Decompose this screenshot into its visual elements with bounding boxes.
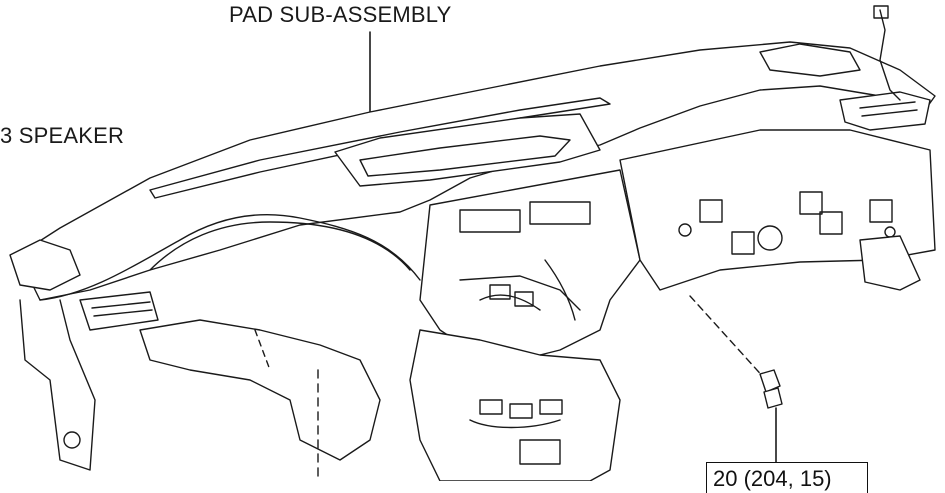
torque-spec-box: 20 (204, 15) — [706, 462, 868, 493]
right-side-vent — [839, 91, 931, 131]
lower-left-support — [139, 319, 381, 461]
bolt-guide-dashed — [689, 295, 767, 381]
diagram-drawing — [9, 5, 936, 481]
center-frame — [419, 169, 641, 361]
left-side-vent — [79, 291, 159, 331]
left-vent-louvers — [91, 301, 153, 317]
bolt-icon — [759, 369, 783, 409]
center-display-inner — [359, 135, 571, 177]
defroster-vent — [149, 97, 611, 199]
right-vent-louvers — [859, 101, 918, 117]
left-end-bracket — [9, 239, 81, 291]
right-upper-vent — [759, 43, 861, 77]
dashpad-inner-curve — [149, 221, 411, 271]
pad-sub-assembly-label: PAD SUB-ASSEMBLY — [229, 2, 452, 27]
left-guide-dashed — [254, 329, 271, 371]
right-connector — [873, 5, 889, 19]
center-frame-details — [459, 201, 591, 321]
dashpad-front-curve — [39, 213, 421, 301]
right-harness — [879, 9, 901, 101]
left-side-frame — [19, 299, 96, 471]
right-frame-brackets — [678, 191, 896, 255]
left-frame-hole — [63, 431, 81, 449]
center-display-housing — [334, 113, 601, 187]
lower-center-column — [409, 329, 621, 481]
right-lower-bracket — [859, 235, 921, 291]
lower-connectors — [469, 399, 563, 465]
speaker-label: 3 SPEAKER — [0, 123, 125, 148]
torque-spec-value: 20 (204, 15) — [713, 466, 832, 491]
